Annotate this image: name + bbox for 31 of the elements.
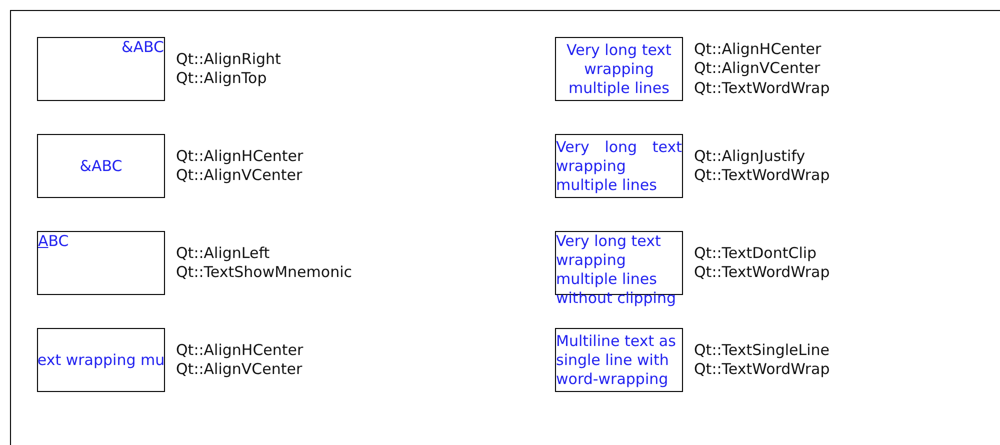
- flag-name: Qt::AlignHCenter: [694, 40, 822, 60]
- sample-text: ABC: [38, 232, 69, 251]
- flag-name: Qt::AlignVCenter: [176, 166, 304, 186]
- text-box: [555, 328, 683, 392]
- flag-name: Qt::TextWordWrap: [694, 263, 830, 282]
- flag-name: Qt::TextShowMnemonic: [176, 263, 352, 282]
- sample-text: Very long text wrapping multiple lines without clipping: [556, 232, 677, 308]
- flag-name: Qt::TextDontClip: [694, 244, 818, 263]
- flag-name: Qt::TextWordWrap: [694, 360, 830, 380]
- sample-text: &ABC: [122, 38, 164, 57]
- sample-text: Multiline text as single line with word-wrapping: [556, 332, 677, 388]
- flag-name: Qt::AlignHCenter: [176, 146, 304, 166]
- text-box: [37, 134, 165, 198]
- flag-name: Qt::AlignLeft: [176, 244, 271, 263]
- text-box: [37, 231, 165, 295]
- text-box: [555, 37, 683, 101]
- flag-name: Qt::AlignTop: [176, 69, 268, 88]
- flag-name: Qt::AlignVCenter: [694, 59, 822, 79]
- sample-text: &ABC: [80, 156, 122, 176]
- flag-name: Qt::AlignJustify: [694, 146, 806, 166]
- flag-name: Qt::TextWordWrap: [694, 78, 830, 98]
- flag-name: Qt::TextWordWrap: [694, 166, 830, 186]
- flag-name: Qt::AlignVCenter: [176, 360, 304, 380]
- flag-name: Qt::AlignRight: [176, 50, 281, 69]
- flag-name: Qt::TextSingleLine: [694, 340, 830, 360]
- text-box: [37, 37, 165, 101]
- sample-text: Very long text wrapping multiple lines: [566, 40, 672, 98]
- text-box: [37, 328, 165, 392]
- flag-name: Qt::AlignHCenter: [176, 340, 304, 360]
- sample-text: Very long text wrapping multiple lines: [556, 138, 682, 194]
- sample-text: ext wrapping mu: [37, 350, 165, 370]
